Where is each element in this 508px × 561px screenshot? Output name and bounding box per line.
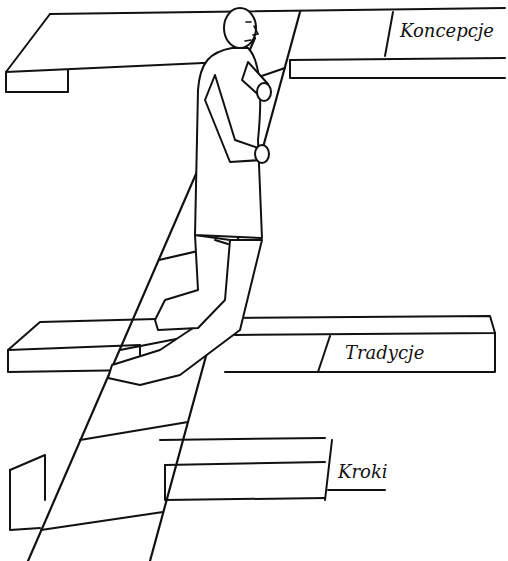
- platform-edge: [6, 14, 225, 72]
- ladder-rung: [41, 512, 163, 530]
- platform-edge: [160, 438, 325, 440]
- platform-edge: [10, 455, 45, 500]
- ladder: [28, 12, 300, 561]
- climbing-man: [108, 8, 271, 385]
- man-mouth: [245, 40, 251, 41]
- man-belt: [215, 240, 228, 244]
- man-eye: [246, 21, 251, 23]
- platform-edge: [328, 489, 385, 491]
- man-hand: [255, 145, 269, 163]
- level-label: Tradycje: [345, 342, 424, 364]
- platform-face: [10, 470, 40, 530]
- platform-face: [165, 465, 325, 500]
- man-head: [224, 8, 256, 48]
- platforms: [6, 8, 505, 530]
- label-divider: [318, 336, 330, 372]
- platform-face: [6, 70, 68, 92]
- man-face: [245, 22, 258, 41]
- label-divider: [385, 12, 393, 56]
- platform-face: [225, 333, 495, 372]
- man-leg: [155, 235, 230, 330]
- ladder-rail: [150, 12, 300, 561]
- platform-edge: [290, 58, 505, 60]
- platform-edge: [165, 462, 325, 465]
- platform-edge: [222, 316, 495, 335]
- man-nose: [253, 26, 258, 35]
- level-label: Kroki: [338, 461, 388, 483]
- platform-edge: [50, 8, 505, 14]
- level-label: Koncepcje: [400, 20, 494, 42]
- platform-face: [290, 60, 505, 78]
- man-hand: [257, 83, 271, 101]
- ladder-rung: [80, 422, 188, 440]
